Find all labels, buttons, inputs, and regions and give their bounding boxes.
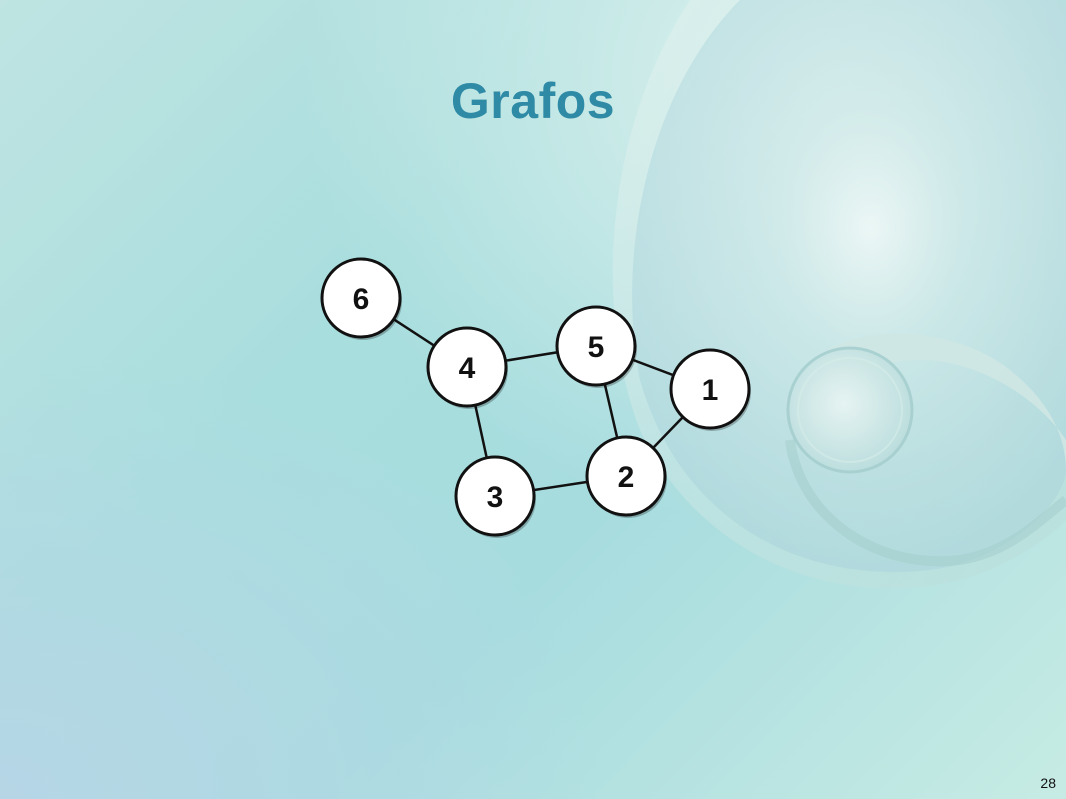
graph-node-4: 4	[426, 326, 508, 409]
graph-node-label: 2	[618, 461, 635, 494]
graph-node-2: 2	[585, 435, 667, 518]
graph-node-circle	[320, 257, 402, 339]
page-number: 28	[1040, 775, 1056, 791]
graph-node-5: 5	[555, 305, 637, 388]
graph-node-1: 1	[669, 348, 751, 431]
graph-node-label: 4	[459, 352, 476, 385]
slide-title: Grafos	[450, 73, 616, 129]
graph-node-circle	[426, 326, 508, 408]
graph-node-3: 3	[454, 455, 536, 538]
graph-node-label: 3	[487, 481, 504, 514]
graph-node-circle	[555, 305, 637, 387]
graph-node-label: 6	[353, 283, 370, 316]
graph-nodes: 6 4 5 1 2 3	[320, 257, 751, 538]
graph-node-6: 6	[320, 257, 402, 340]
graph-node-circle	[585, 435, 667, 517]
graph-node-circle	[669, 348, 751, 430]
graph-node-label: 1	[702, 374, 719, 407]
graph-node-circle	[454, 455, 536, 537]
graph-node-label: 5	[588, 331, 605, 364]
